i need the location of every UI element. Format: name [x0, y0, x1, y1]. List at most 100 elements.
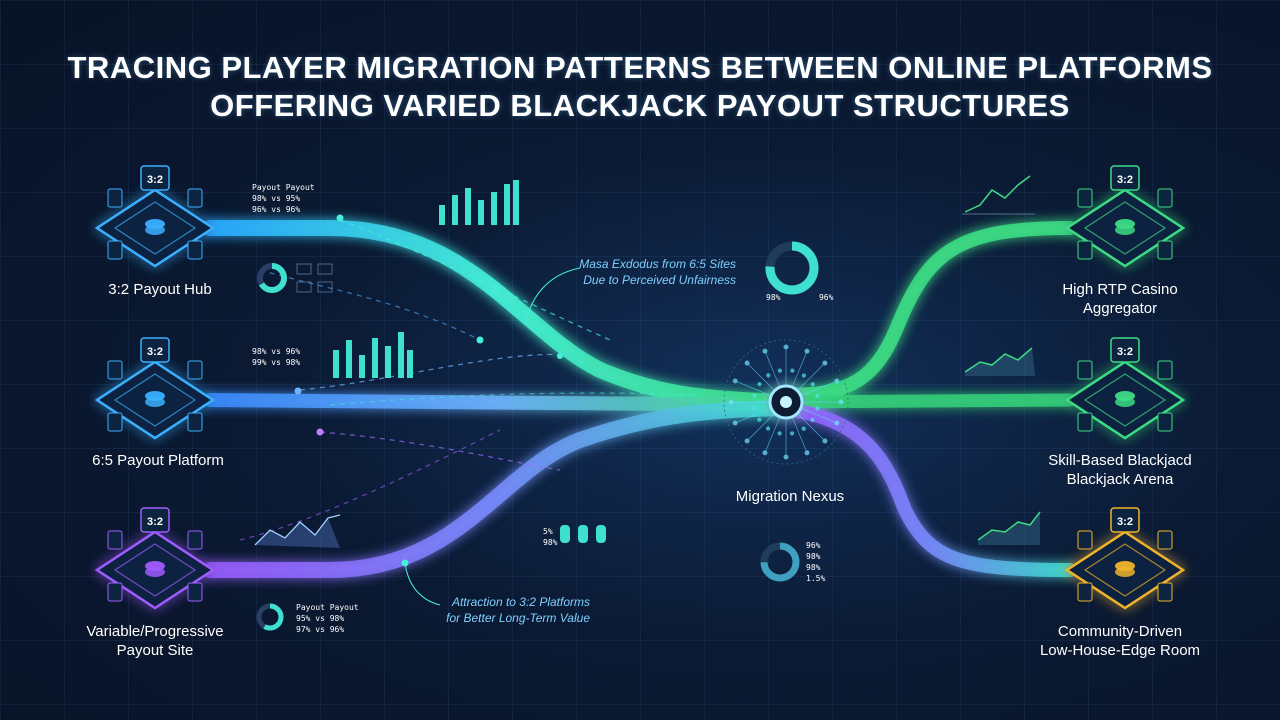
pill — [578, 525, 588, 543]
nexus-node-dot — [732, 378, 738, 384]
flow-6-5-to-nexus — [203, 393, 787, 412]
nexus-node-dot — [801, 373, 807, 378]
card-icon — [187, 582, 203, 602]
mini-stats-center-top: 98% 96% — [766, 293, 834, 302]
payout-ratio-badge: 3:2 — [147, 516, 163, 528]
platform-node-right-0: 3:2 — [1064, 165, 1186, 268]
flow-nexus-to-community — [783, 403, 1077, 577]
label-migration-nexus: Migration Nexus — [735, 488, 845, 505]
card-icon — [1157, 240, 1173, 260]
flow-dot — [557, 353, 563, 359]
card-icon — [107, 582, 123, 602]
migration-nexus — [723, 339, 849, 465]
node-platform-inner — [1083, 543, 1167, 597]
node-platform-inner — [113, 373, 197, 427]
pill — [560, 525, 570, 543]
card-icon — [1077, 530, 1093, 550]
donut-fill — [256, 603, 284, 631]
mini-bar — [513, 180, 519, 225]
label-high-rtp: High RTP Casino Aggregator — [1020, 280, 1220, 318]
card-icon — [1077, 188, 1093, 208]
mini-bar-chart-mid — [333, 332, 413, 378]
payout-ratio-badge: 3:2 — [1117, 174, 1133, 186]
nexus-core — [780, 396, 792, 408]
card-icon — [1077, 360, 1093, 380]
nexus-node-dot — [777, 431, 782, 436]
annotation-exodus: Masa Exdodus from 6:5 Sites Due to Perce… — [560, 256, 736, 288]
page-title-line-2: OFFERING VARIED BLACKJACK PAYOUT STRUCTU… — [210, 88, 1070, 123]
nexus-node-dot — [744, 438, 750, 444]
mini-area-chart-right-bot — [977, 511, 1041, 545]
grid-cell — [296, 281, 312, 293]
card-icon — [1157, 582, 1173, 602]
card-icon — [1157, 412, 1173, 432]
chart-line — [964, 175, 1031, 213]
grid-cell — [317, 281, 333, 293]
mini-bar — [452, 195, 458, 225]
mini-area-chart-left — [254, 514, 341, 548]
donut-fill — [765, 241, 819, 295]
label-line: Payout Site — [116, 642, 194, 659]
payout-ratio-badge: 3:2 — [147, 346, 163, 358]
payout-ratio-badge: 3:2 — [147, 174, 163, 186]
nexus-node-dot — [801, 426, 806, 431]
dashed-trail-2 — [259, 269, 481, 341]
node-platform-inner — [1083, 373, 1167, 427]
chip-stack-icon — [1115, 219, 1135, 229]
flow-dots — [294, 214, 563, 567]
mini-bar — [491, 192, 497, 225]
card-icon — [187, 412, 203, 432]
nexus-node-dot — [783, 454, 789, 460]
payout-ratio-badge: 3:2 — [1117, 346, 1133, 358]
nexus-node-dot — [757, 417, 762, 422]
nexus-node-dot — [766, 373, 771, 378]
card-icon — [1077, 412, 1093, 432]
donut-fill — [257, 263, 287, 293]
card-icon — [107, 188, 123, 208]
mini-bar — [346, 340, 352, 378]
label-line: High RTP Casino — [1062, 281, 1178, 298]
chip-stack-icon — [145, 391, 165, 401]
label-variable-progressive: Variable/Progressive Payout Site — [45, 622, 265, 660]
mini-bar — [372, 338, 378, 378]
label-line: Low-House-Edge Room — [1039, 642, 1201, 659]
nexus-halo — [723, 339, 849, 465]
nexus-node-dot — [804, 348, 810, 354]
chip-stack-icon — [145, 561, 165, 571]
platform-node-left-1: 3:2 — [94, 337, 216, 440]
mini-stats-center-mid: 5% 98% — [543, 527, 558, 547]
area-fill — [255, 518, 340, 548]
mini-area-chart-right-mid — [964, 347, 1035, 376]
flow-3-2-hub-to-nexus — [202, 220, 788, 410]
mini-line-chart-right-top — [962, 175, 1035, 215]
mini-bar — [465, 188, 471, 225]
card-icon — [1157, 530, 1173, 550]
nexus-node-dot — [783, 344, 789, 350]
card-icon — [1077, 582, 1093, 602]
attraction-leader — [404, 562, 441, 606]
label-3-2-payout-hub: 3:2 Payout Hub — [108, 281, 212, 298]
nexus-node-dot — [752, 393, 757, 398]
donut-left-top — [257, 263, 287, 293]
dashed-trail-3 — [299, 353, 571, 391]
nexus-node-dot — [732, 420, 738, 426]
card-icon — [1157, 360, 1173, 380]
label-line: Aggregator — [1082, 300, 1158, 317]
flow-dot — [294, 387, 302, 395]
card-icon — [187, 240, 203, 260]
donut-center-bot — [760, 542, 800, 582]
area-line — [977, 511, 1041, 541]
nexus-node-dot — [804, 450, 810, 456]
card-icon — [1077, 240, 1093, 260]
label-line: Skill-Based Blackjacd — [1048, 452, 1192, 469]
nexus-node-dot — [815, 406, 820, 411]
chip-stack-icon — [145, 219, 165, 229]
nexus-node-dot — [762, 450, 768, 456]
chip-stack-icon — [1115, 561, 1135, 571]
label-line: Variable/Progressive — [86, 623, 224, 640]
mini-bar — [407, 350, 413, 378]
mini-stats-left-top: Payout Payout 98% vs 95% 96% vs 96% — [252, 183, 315, 214]
